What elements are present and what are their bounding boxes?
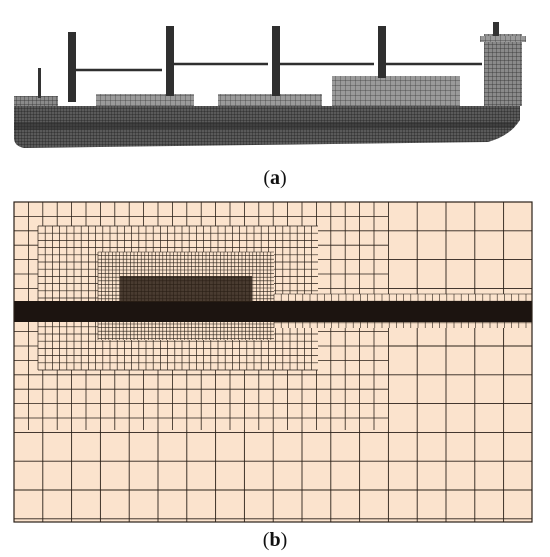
bridge-top: [480, 36, 526, 42]
hatch-cover-1: [96, 94, 194, 108]
ship-superstructure-block: [120, 276, 252, 302]
superstructure-tower: [484, 34, 522, 106]
hatch-cover-2: [218, 94, 322, 108]
panel-b-caption: (b): [262, 529, 288, 551]
domain-border: [13, 201, 533, 523]
crane-3: [272, 26, 374, 96]
bow-mast: [38, 68, 41, 98]
crane-2: [166, 26, 268, 96]
domain-mesh-panel: [13, 201, 533, 523]
funnel: [493, 22, 499, 36]
ship-waterline-block: [14, 301, 532, 322]
panel-a-caption: (a): [263, 167, 287, 189]
hatch-cover-3: [332, 76, 460, 108]
hull-waterline-band: [14, 122, 516, 130]
crane-1: [68, 32, 162, 102]
crane-4: [378, 26, 482, 78]
ship-hull-mesh-panel: [14, 22, 526, 148]
